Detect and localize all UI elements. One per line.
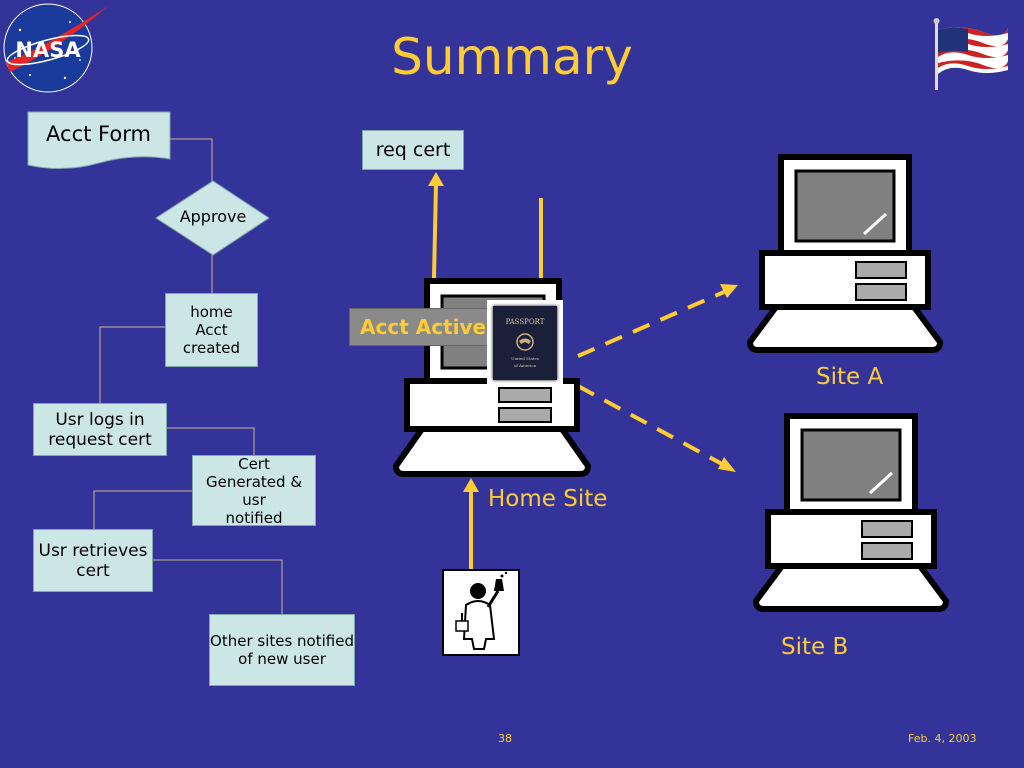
slide-date: Feb. 4, 2003	[908, 732, 977, 745]
us-flag-icon	[933, 18, 1008, 90]
acct-active-label: Acct Active	[349, 308, 489, 346]
acct-form-shape	[27, 111, 171, 170]
site-b-label: Site B	[781, 634, 849, 660]
approve-diamond	[155, 180, 270, 256]
usr-logs-in-box: Usr logs in request cert	[33, 403, 167, 456]
passport-frame: PASSPORT United States of America	[487, 300, 563, 386]
approve-label: Approve	[179, 207, 247, 226]
passport-line1: United States	[511, 356, 539, 361]
nasa-logo: NASA	[3, 3, 108, 93]
slide-title: Summary	[391, 28, 633, 86]
other-sites-notified-box: Other sites notified of new user	[209, 614, 355, 686]
home-site-label: Home Site	[488, 486, 608, 512]
passport-line2: of America	[513, 363, 537, 368]
acct-form-label: Acct Form	[46, 122, 151, 146]
usr-retrieves-box: Usr retrieves cert	[33, 529, 153, 592]
eagle-seal-icon	[516, 333, 534, 351]
req-cert-box: req cert	[362, 130, 464, 170]
page-number: 38	[498, 732, 512, 745]
scientist-user-icon	[442, 569, 520, 656]
passport-title: PASSPORT	[505, 318, 545, 326]
nasa-wordmark: NASA	[15, 38, 81, 62]
site-a-label: Site A	[816, 364, 884, 390]
site-b-computer-icon	[752, 413, 950, 612]
cert-generated-box: Cert Generated & usr notified	[192, 455, 316, 527]
passport-icon: PASSPORT United States of America	[493, 306, 557, 380]
site-a-computer-icon	[746, 154, 944, 353]
home-acct-created-box: home Acct created	[165, 293, 258, 367]
